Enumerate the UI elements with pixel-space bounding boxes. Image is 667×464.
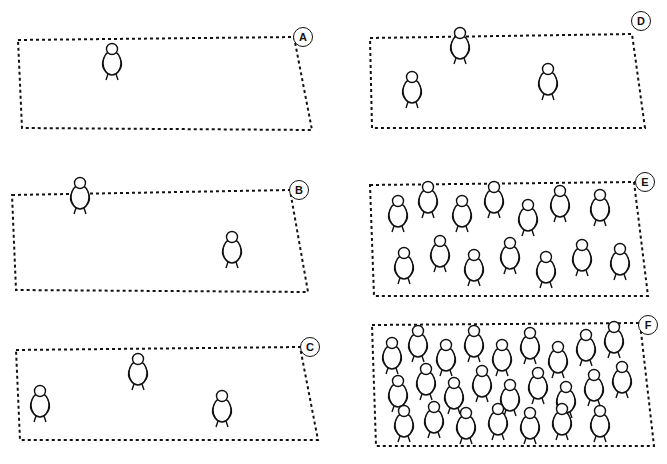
callout-letter: C — [300, 337, 320, 357]
floor-area — [370, 182, 648, 296]
callout-letter: F — [638, 315, 658, 335]
callout-letter: B — [289, 180, 309, 200]
floor-area — [16, 347, 318, 440]
floor-area — [18, 37, 312, 130]
callout-letter: A — [293, 27, 313, 47]
callout-letter: E — [635, 172, 655, 192]
callout-letter: D — [631, 11, 651, 31]
floor-area — [370, 34, 645, 128]
floor-area — [12, 190, 308, 292]
